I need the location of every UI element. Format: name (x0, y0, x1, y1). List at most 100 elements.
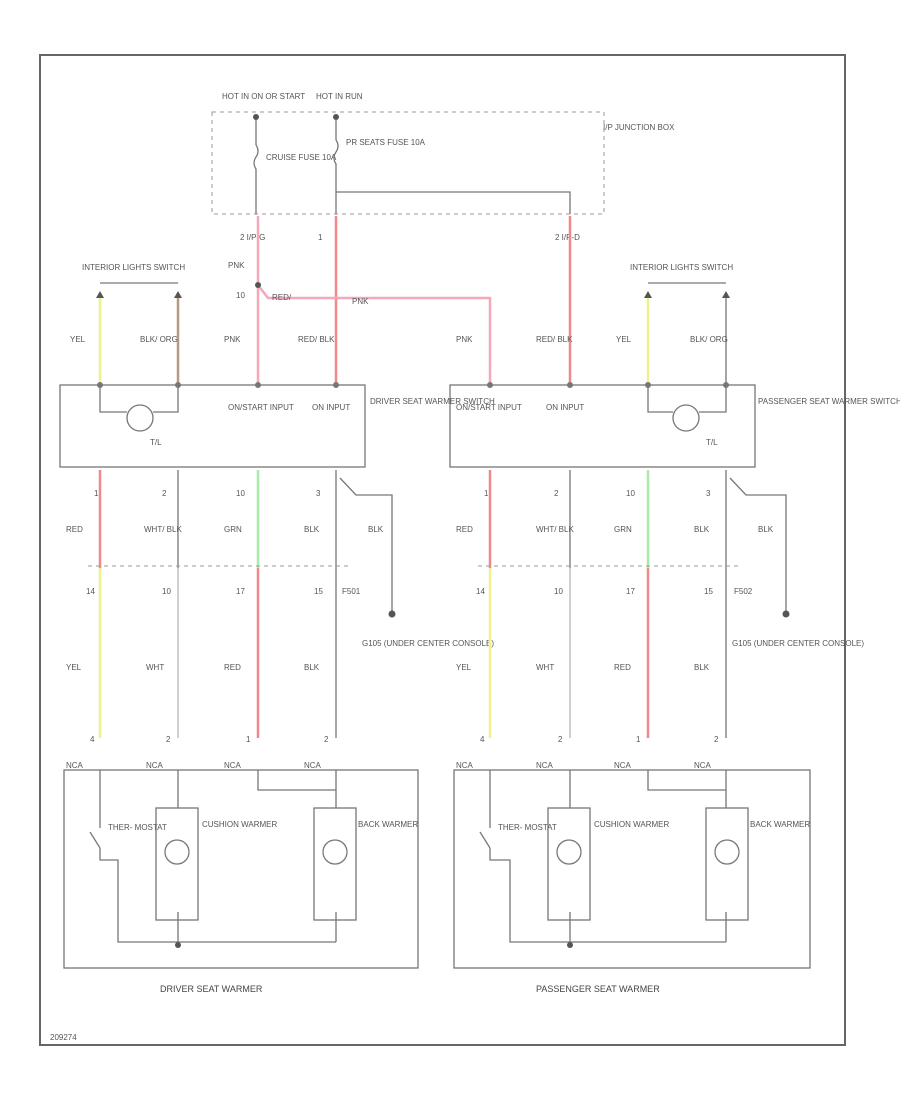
wire-pnk-passenger (257, 284, 492, 385)
hot-terminal-b (333, 114, 339, 120)
passenger-input-b-label: ON INPUT (546, 403, 584, 412)
conn-1-label: 1 (318, 233, 323, 242)
splice-pnk (255, 282, 261, 288)
passenger-indicator-lamp (672, 404, 700, 432)
passenger-ground-wire (729, 477, 787, 612)
driver-wire-label-yel: YEL (70, 335, 86, 344)
passenger-low-label-red: RED (614, 663, 631, 672)
driver-seat-warmer-title: DRIVER SEAT WARMER (160, 984, 263, 994)
driver-pin-2: 2 (162, 489, 167, 498)
driver-tl-label: T/L (150, 438, 162, 447)
hot-terminal-a (253, 114, 259, 120)
passenger-heater-pin-2a: 2 (558, 735, 563, 744)
driver-thermostat-switch (89, 831, 101, 849)
driver-back-element (313, 807, 357, 921)
figure-id: 209274 (50, 1033, 77, 1042)
driver-thermostat-label: THER- MOSTAT (108, 823, 167, 832)
splice-pnk-label: PNK (228, 261, 245, 270)
passenger-back-element (705, 807, 749, 921)
driver-wire-label-pnk: PNK (224, 335, 241, 344)
passenger-cushion-label: CUSHION WARMER (594, 820, 669, 829)
driver-ground-terminal (388, 610, 396, 618)
passenger-heater-pin-4: 4 (480, 735, 485, 744)
driver-switch-label: DRIVER SEAT WARMER SWITCH (370, 397, 495, 406)
driver-mid-label-red: RED (66, 525, 83, 534)
driver-low-label-yel: YEL (66, 663, 82, 672)
passenger-mid-label-blk: BLK (694, 525, 710, 534)
splice-10-label: 10 (236, 291, 245, 300)
driver-switch-box (59, 384, 366, 468)
hot-in-run-label: HOT IN RUN (316, 92, 363, 101)
passenger-switch-term-1 (487, 382, 493, 388)
passenger-low-label-wht: WHT (536, 663, 554, 672)
driver-wire-label-blkorg: BLK/ ORG (140, 335, 178, 344)
driver-ground-label: G105 (UNDER CENTER CONSOLE) (362, 639, 494, 648)
driver-heater-pin-4: 4 (90, 735, 95, 744)
driver-wire-label-redblk: RED/ BLK (298, 335, 335, 344)
junction-box-outline (211, 111, 605, 215)
passenger-mid-label-whtblk: WHT/ BLK (536, 525, 574, 534)
driver-pin-1: 1 (94, 489, 99, 498)
driver-lights-term-b (174, 291, 182, 298)
passenger-ground-junction (567, 942, 573, 948)
pr-seats-fuse-label: PR SEATS FUSE 10A (346, 138, 426, 147)
driver-mid-label-whtblk: WHT/ BLK (144, 525, 182, 534)
splice-pnk2-label: PNK (352, 297, 369, 306)
passenger-conn-pin-15: 15 (704, 587, 713, 596)
driver-low-label-wht: WHT (146, 663, 164, 672)
conn-ipg-label: 2 I/P-G (240, 233, 265, 242)
passenger-lights-term-b (722, 291, 730, 298)
driver-switch-term-4 (333, 382, 339, 388)
passenger-conn-pin-17: 17 (626, 587, 635, 596)
passenger-pin-1: 1 (484, 489, 489, 498)
junction-box: HOT IN ON OR START HOT IN RUN I/P JUNCTI… (211, 92, 675, 242)
cruise-fuse (253, 120, 259, 214)
driver-heater-pin-2b: 2 (324, 735, 329, 744)
driver-nca-4: NCA (304, 761, 322, 770)
conn-ipd-label: 2 I/P-D (555, 233, 580, 242)
passenger-nca-4: NCA (694, 761, 712, 770)
passenger-mid-label-grn: GRN (614, 525, 632, 534)
passenger-low-label-yel: YEL (456, 663, 472, 672)
passenger-wire-label-redblk: RED/ BLK (536, 335, 573, 344)
passenger-cushion-coil (556, 839, 582, 865)
hot-in-on-start-label: HOT IN ON OR START (222, 92, 305, 101)
passenger-tl-label: T/L (706, 438, 718, 447)
driver-switch-term-2 (175, 382, 181, 388)
passenger-lights-term-a (644, 291, 652, 298)
junction-bus (336, 191, 571, 214)
passenger-wire-label-yel: YEL (616, 335, 632, 344)
driver-input-a-label: ON/START INPUT (228, 403, 294, 412)
driver-section: INTERIOR LIGHTS SWITCH YEL BLK/ ORG PNK … (59, 263, 495, 994)
driver-mid-label-blk2: BLK (368, 525, 384, 534)
driver-mid-label-grn: GRN (224, 525, 242, 534)
ip-junction-box-label: I/P JUNCTION BOX (603, 123, 675, 132)
driver-back-label: BACK WARMER (358, 820, 418, 829)
driver-mid-label-blk: BLK (304, 525, 320, 534)
driver-indicator-lamp (126, 404, 154, 432)
passenger-pin-2: 2 (554, 489, 559, 498)
driver-cushion-coil (164, 839, 190, 865)
passenger-switch-label: PASSENGER SEAT WARMER SWITCH (758, 397, 900, 406)
passenger-nca-3: NCA (614, 761, 632, 770)
passenger-switch-box (449, 384, 756, 468)
passenger-conn-pin-f502: F502 (734, 587, 753, 596)
driver-lights-switch-label: INTERIOR LIGHTS SWITCH (82, 263, 185, 272)
passenger-conn-pin-14: 14 (476, 587, 485, 596)
pr-seats-fuse (333, 120, 339, 214)
passenger-input-a-label: ON/START INPUT (456, 403, 522, 412)
passenger-wire-label-blkorg: BLK/ ORG (690, 335, 728, 344)
driver-low-label-blk: BLK (304, 663, 320, 672)
passenger-heater-pin-1: 1 (636, 735, 641, 744)
passenger-ground-terminal (782, 610, 790, 618)
passenger-nca-1: NCA (456, 761, 474, 770)
passenger-back-label: BACK WARMER (750, 820, 810, 829)
driver-pin-3: 3 (316, 489, 321, 498)
passenger-heater-pin-2b: 2 (714, 735, 719, 744)
driver-heater-wiring (99, 770, 337, 945)
driver-conn-pin-10: 10 (162, 587, 171, 596)
driver-cushion-element (155, 807, 199, 921)
driver-pin-10: 10 (236, 489, 245, 498)
passenger-low-label-blk: BLK (694, 663, 710, 672)
